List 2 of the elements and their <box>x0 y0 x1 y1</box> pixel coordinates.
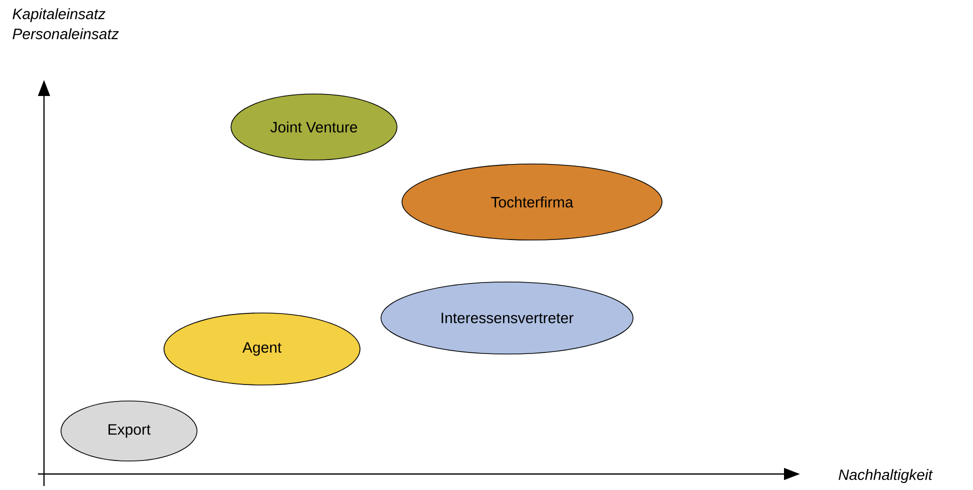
axis-label: Kapitaleinsatz Personaleinsatz <box>12 8 119 40</box>
axis-label: Nachhaltigkeit <box>838 469 933 483</box>
